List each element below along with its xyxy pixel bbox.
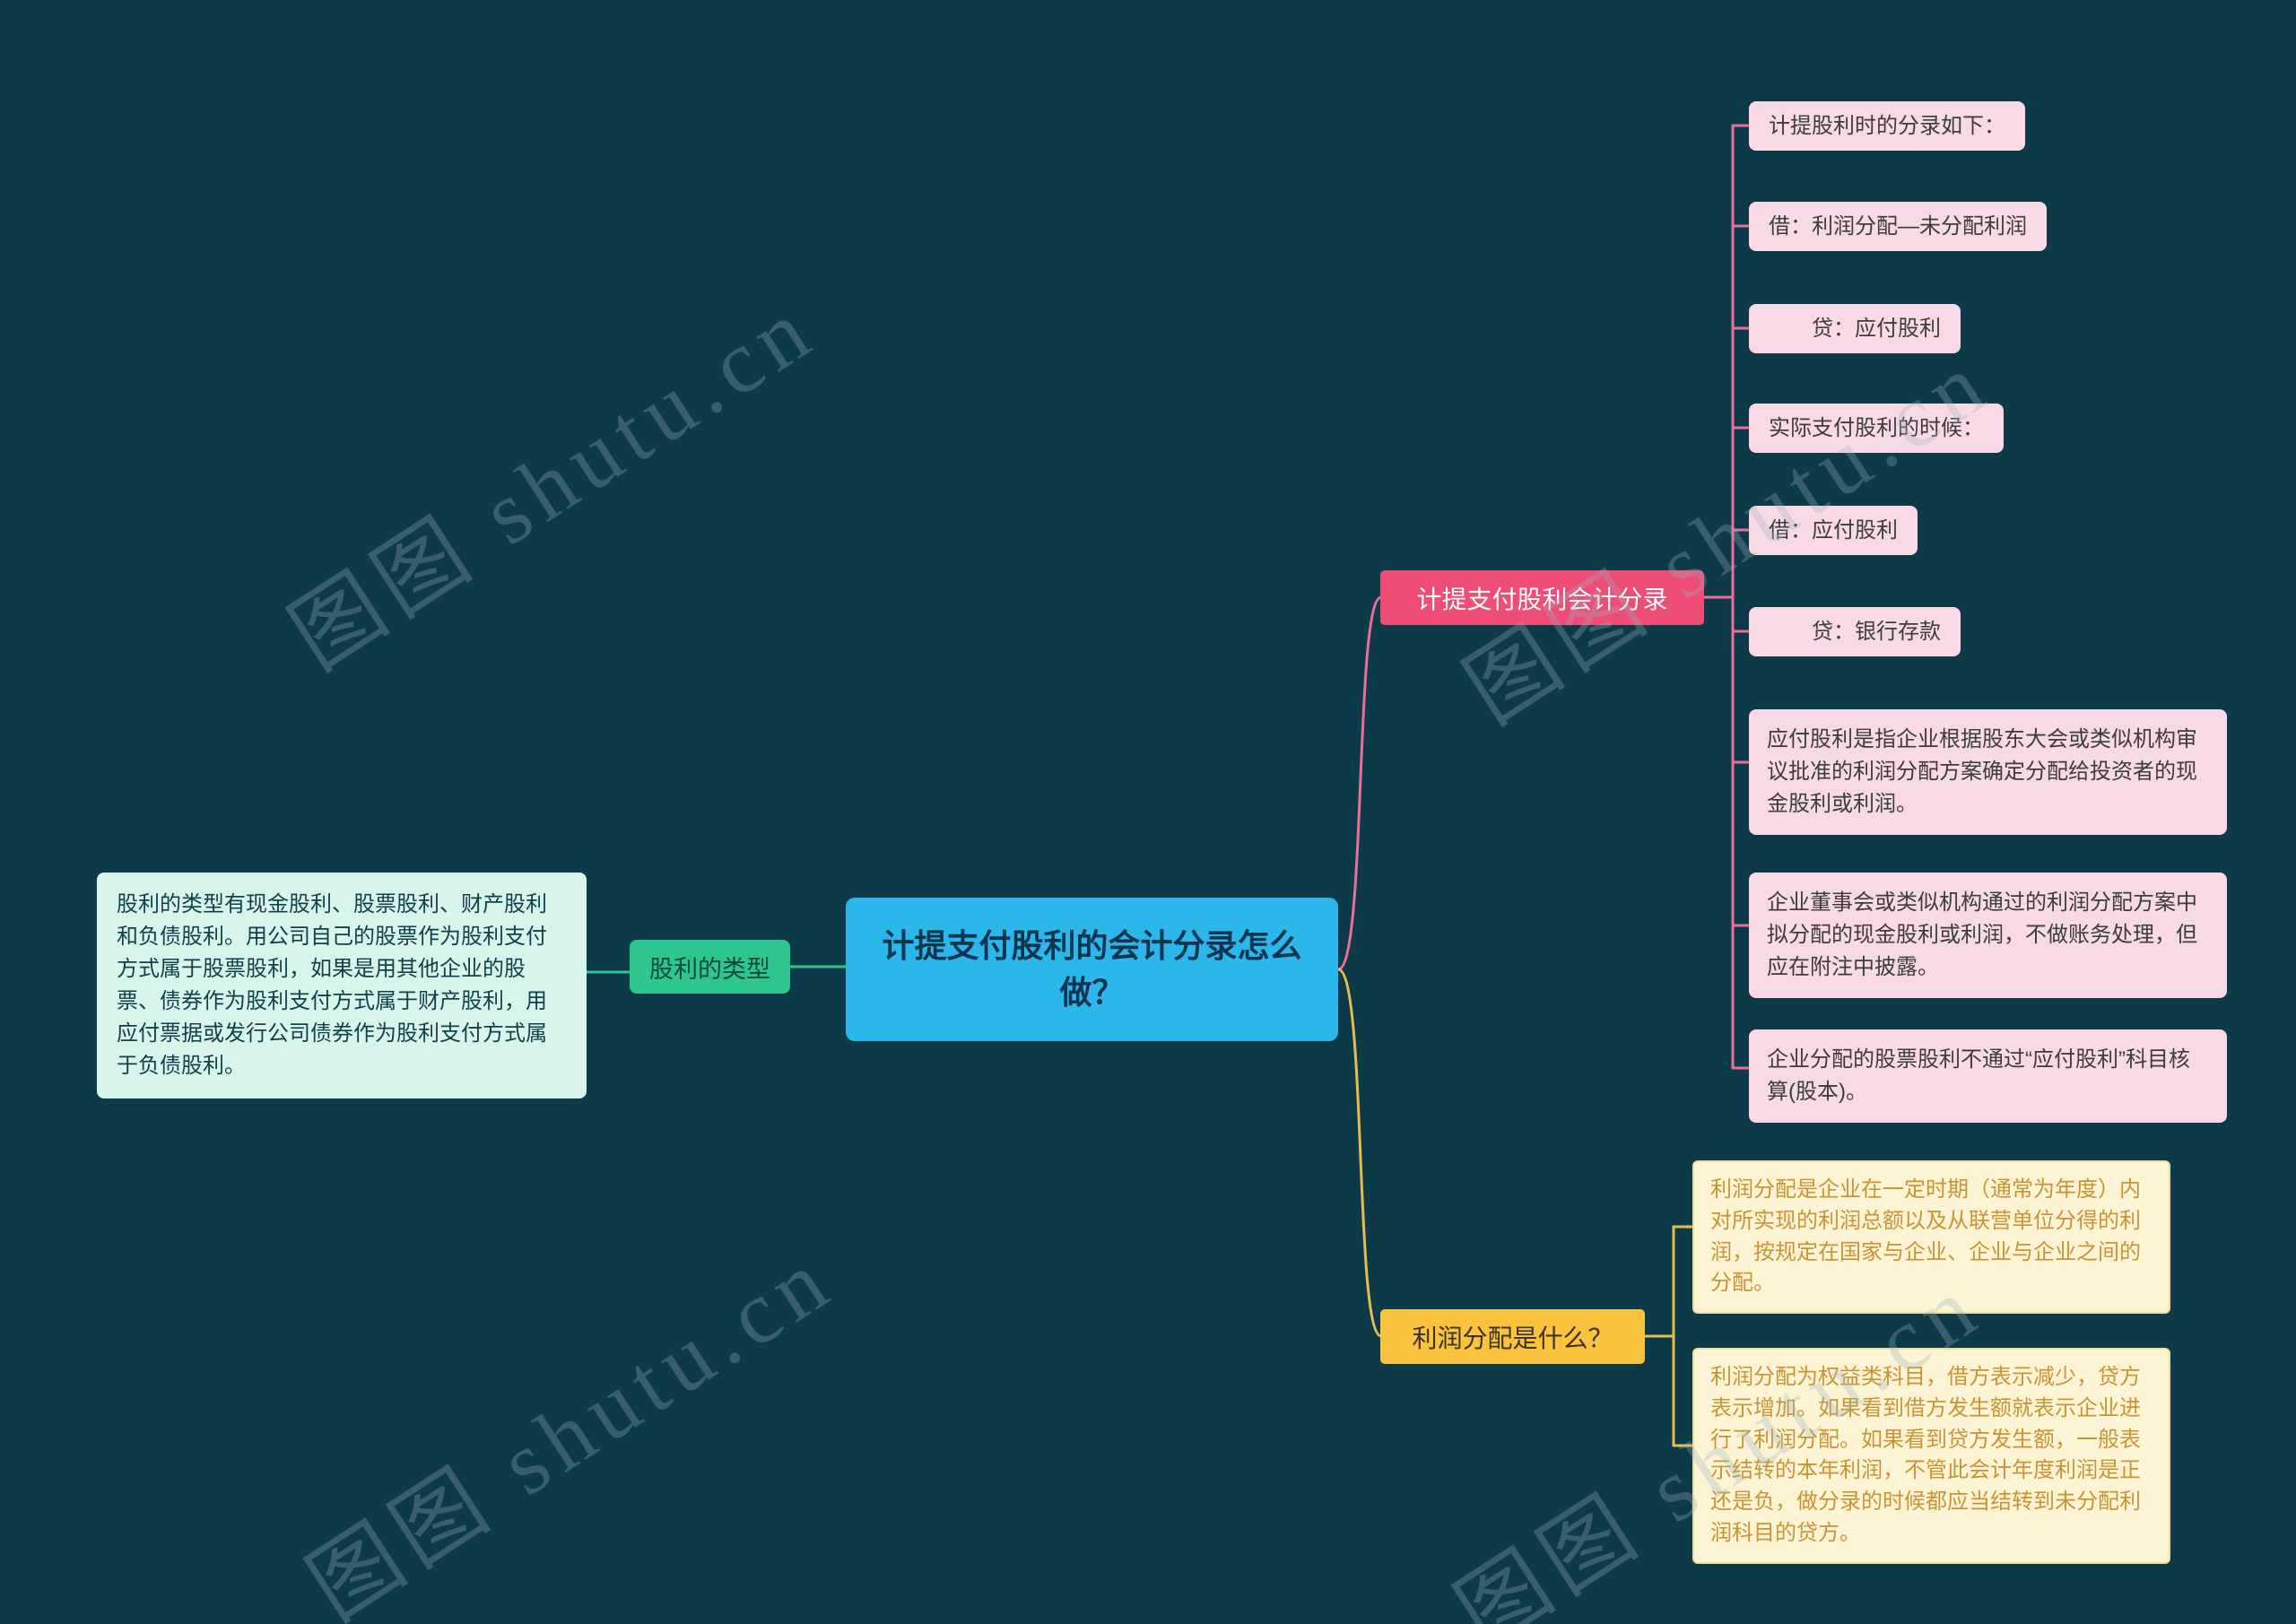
entry-debit-dividends-payable: 借：应付股利 (1749, 506, 1918, 555)
entry-credit-bank-deposit: 贷：银行存款 (1749, 607, 1961, 656)
pink-connectors (1336, 124, 1751, 1070)
note-stock-dividend-account: 企业分配的股票股利不通过“应付股利”科目核算(股本)。 (1749, 1029, 2227, 1123)
note-profit-distribution-account: 利润分配为权益类科目，借方表示减少，贷方表示增加。如果看到借方发生额就表示企业进… (1692, 1348, 2170, 1564)
yellow-connectors (1336, 968, 1694, 1447)
green-connectors (585, 965, 848, 974)
node-dividend-types: 股利的类型 (630, 940, 790, 994)
note-profit-distribution-definition: 利润分配是企业在一定时期（通常为年度）内对所实现的利润总额以及从联营单位分得的利… (1692, 1160, 2170, 1315)
entry-credit-dividends-payable: 贷：应付股利 (1749, 304, 1961, 353)
entry-note-accrual-header: 计提股利时的分录如下： (1749, 101, 2025, 151)
central-topic: 计提支付股利的会计分录怎么做？ (846, 898, 1338, 1041)
note-board-plan-disclosure: 企业董事会或类似机构通过的利润分配方案中拟分配的现金股利或利润，不做账务处理，但… (1749, 873, 2227, 998)
entry-note-payment-header: 实际支付股利的时候： (1749, 404, 2004, 453)
dividend-types-detail: 股利的类型有现金股利、股票股利、财产股利和负债股利。用公司自己的股票作为股利支付… (97, 873, 587, 1099)
entry-debit-profit-distribution: 借：利润分配—未分配利润 (1749, 202, 2047, 251)
node-profit-distribution: 利润分配是什么？ (1380, 1309, 1645, 1364)
note-dividends-payable-definition: 应付股利是指企业根据股东大会或类似机构审议批准的利润分配方案确定分配给投资者的现… (1749, 709, 2227, 835)
node-accrual-payment-entries: 计提支付股利会计分录 (1380, 570, 1704, 625)
